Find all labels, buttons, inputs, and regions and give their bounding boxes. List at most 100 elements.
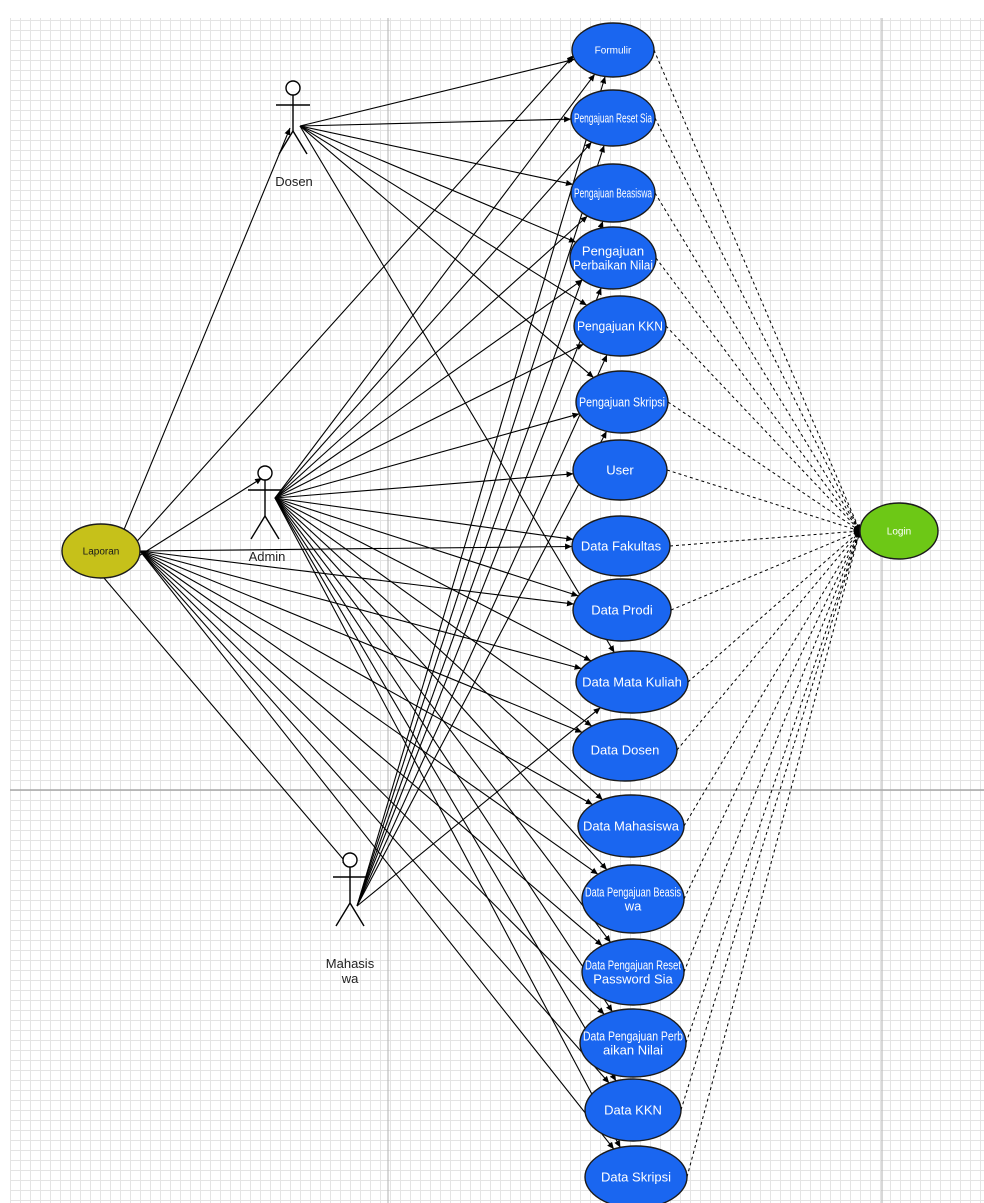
actor-leg-right bbox=[264, 515, 280, 540]
usecase-label: Laporan bbox=[83, 547, 120, 558]
usecase-label: Pengajuan KKN bbox=[577, 319, 663, 334]
admin-to-data_mahasiswa bbox=[274, 497, 603, 801]
usecase-label: Pengajuan bbox=[582, 244, 644, 259]
usecase-ellipse bbox=[859, 502, 939, 560]
dosen-to-pengajuan_beasiswa bbox=[299, 125, 574, 186]
usecase-ellipse bbox=[581, 864, 685, 934]
data_prodi-include-login bbox=[670, 530, 861, 611]
usecase-label: Data Mata Kuliah bbox=[582, 675, 682, 690]
admin-to-data_kkn bbox=[274, 497, 617, 1082]
dosen-to-pengajuan_reset_sia bbox=[299, 116, 572, 127]
usecase-label: Data Pengajuan Beasis bbox=[585, 885, 681, 900]
usecase-label: Data Dosen bbox=[591, 743, 660, 758]
usecase-label: Data Mahasiswa bbox=[583, 819, 680, 834]
mahasiswa-to-data_mata_kuliah bbox=[356, 707, 601, 907]
dosen-to-pengajuan_kkn bbox=[299, 125, 588, 306]
admin-to-data_pengajuan_beasiswa bbox=[274, 497, 608, 871]
laporan-to-data_mata_kuliah bbox=[139, 550, 582, 670]
usecase-pengajuan-beasiswa[interactable]: Pengajuan Beasiswa bbox=[570, 163, 656, 223]
usecase-label: User bbox=[606, 463, 634, 478]
usecase-ellipse bbox=[579, 1008, 687, 1078]
actor-mahasiswa[interactable]: Mahasiswa bbox=[326, 852, 375, 986]
usecase-label: Data Skripsi bbox=[601, 1170, 671, 1185]
usecase-data-prodi[interactable]: Data Prodi bbox=[572, 578, 672, 642]
usecase-laporan[interactable]: Laporan bbox=[61, 523, 141, 579]
actor-leg-left bbox=[335, 902, 351, 927]
data_fakultas-include-login bbox=[669, 528, 861, 547]
dosen-to-formulir bbox=[299, 57, 575, 127]
usecase-ellipse bbox=[570, 89, 656, 147]
usecase-data-pengajuan-perbaikan-nilai[interactable]: Data Pengajuan Perbaikan Nilai bbox=[579, 1008, 687, 1078]
usecase-data-dosen[interactable]: Data Dosen bbox=[572, 718, 678, 782]
laporan-to-data_skripsi bbox=[139, 550, 615, 1150]
usecase-label: Data Prodi bbox=[591, 603, 653, 618]
usecase-data-kkn[interactable]: Data KKN bbox=[584, 1078, 682, 1142]
usecase-pengajuan-kkn[interactable]: Pengajuan KKN bbox=[573, 295, 667, 357]
mahasiswa-to-pengajuan_perbaikan_nilai bbox=[356, 287, 602, 907]
usecase-login[interactable]: Login bbox=[859, 502, 939, 560]
usecase-label: Data KKN bbox=[604, 1103, 662, 1118]
usecase-label: Formulir bbox=[595, 46, 632, 57]
usecase-ellipse bbox=[573, 295, 667, 357]
usecase-ellipse bbox=[572, 718, 678, 782]
usecase-label: Pengajuan Skripsi bbox=[579, 395, 665, 410]
actor-head bbox=[257, 465, 273, 481]
dosen-to-data_mata_kuliah bbox=[299, 125, 615, 653]
data_pengajuan_perbaikan_nilai-include-login bbox=[685, 530, 861, 1044]
data_pengajuan_beasiswa-include-login bbox=[683, 530, 861, 900]
admin-to-data_pengajuan_perbaikan_nilai bbox=[274, 497, 613, 1013]
user-include-login bbox=[666, 469, 861, 532]
dosen-to-pengajuan_skripsi bbox=[299, 125, 594, 379]
pengajuan_skripsi-include-login bbox=[667, 401, 861, 532]
actor-leg-right bbox=[349, 902, 365, 927]
usecase-ellipse bbox=[581, 938, 685, 1006]
admin-to-pengajuan_perbaikan_nilai bbox=[274, 279, 583, 499]
usecase-label: wa bbox=[624, 899, 642, 914]
laporan-to-data_dosen bbox=[139, 550, 583, 733]
usecase-label: Login bbox=[887, 527, 911, 538]
usecase-data-mata-kuliah[interactable]: Data Mata Kuliah bbox=[575, 650, 689, 714]
usecase-ellipse bbox=[575, 650, 689, 714]
actor-label: wa bbox=[341, 971, 359, 986]
usecase-data-fakultas[interactable]: Data Fakultas bbox=[571, 515, 671, 577]
usecase-user[interactable]: User bbox=[572, 439, 668, 501]
usecase-data-skripsi[interactable]: Data Skripsi bbox=[584, 1145, 688, 1203]
mahasiswa-to-pengajuan_reset_sia bbox=[356, 145, 605, 907]
usecase-label: Pengajuan Reset Sia bbox=[574, 111, 652, 126]
association-lines bbox=[103, 49, 862, 1178]
dosen-to-pengajuan_perbaikan_nilai bbox=[299, 125, 577, 243]
usecase-label: Password Sia bbox=[593, 972, 673, 987]
usecase-pengajuan-reset-sia[interactable]: Pengajuan Reset Sia bbox=[570, 89, 656, 147]
usecase-ellipse bbox=[569, 226, 657, 290]
usecase-label: aikan Nilai bbox=[603, 1043, 663, 1058]
pengajuan_kkn-include-login bbox=[665, 325, 861, 532]
actor-leg-left bbox=[250, 515, 266, 540]
usecase-pengajuan-skripsi[interactable]: Pengajuan Skripsi bbox=[575, 370, 669, 434]
laporan-to-data_pengajuan_perbaikan_nilai bbox=[139, 550, 605, 1015]
formulir-include-login bbox=[653, 49, 861, 532]
top-margin bbox=[0, 0, 984, 18]
data_kkn-include-login bbox=[680, 530, 861, 1111]
admin-to-data_prodi bbox=[274, 497, 579, 597]
usecase-label: Data Pengajuan Perb bbox=[583, 1029, 683, 1044]
usecase-ellipse bbox=[571, 515, 671, 577]
usecase-data-pengajuan-beasiswa[interactable]: Data Pengajuan Beasiswa bbox=[581, 864, 685, 934]
actor-admin[interactable]: Admin bbox=[248, 465, 286, 564]
data_dosen-include-login bbox=[676, 530, 861, 751]
usecase-formulir[interactable]: Formulir bbox=[571, 22, 655, 78]
data_mata_kuliah-include-login bbox=[687, 530, 861, 683]
actor-label: Admin bbox=[249, 549, 286, 564]
usecase-ellipse bbox=[570, 163, 656, 223]
mahasiswa-to-pengajuan_kkn bbox=[356, 354, 608, 907]
usecase-ellipse bbox=[572, 578, 672, 642]
data_mahasiswa-include-login bbox=[683, 530, 861, 827]
actor-dosen[interactable]: Dosen bbox=[275, 80, 313, 189]
usecase-label: Perbaikan Nilai bbox=[573, 258, 653, 273]
pengajuan_perbaikan_nilai-include-login bbox=[655, 257, 861, 532]
actor-leg-right bbox=[292, 130, 308, 155]
usecase-data-mahasiswa[interactable]: Data Mahasiswa bbox=[577, 794, 685, 858]
